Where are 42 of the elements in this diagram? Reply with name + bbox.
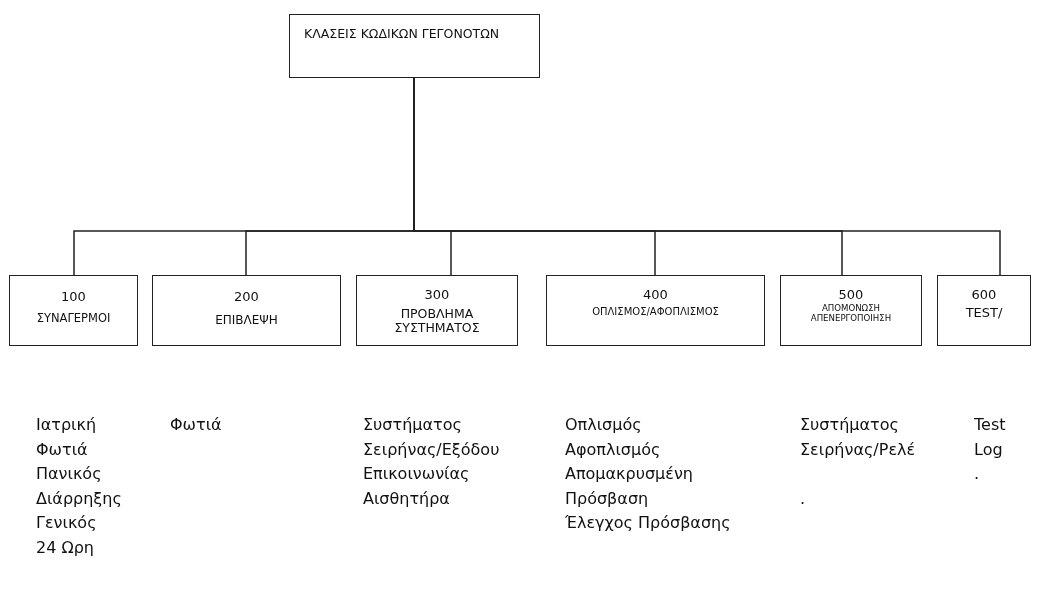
category-box xyxy=(780,275,922,346)
category-name: ΑΠΟΜΟΝΩΣΗ ΑΠΕΝΕΡΓΟΠΟΙΗΣΗ xyxy=(809,304,893,324)
event-type-text: Έλεγχος Πρόσβασης xyxy=(565,515,731,531)
event-type-text: Συστήματος xyxy=(800,417,899,433)
event-type-text: Συστήματος xyxy=(363,417,462,433)
category-box xyxy=(356,275,518,346)
event-type-text: Γενικός xyxy=(36,515,97,531)
event-type-text: Φωτιά xyxy=(170,417,222,433)
code-number: 400 xyxy=(642,288,669,303)
event-type-text: . xyxy=(974,466,980,482)
event-type-text: Πανικός xyxy=(36,466,102,482)
category-box xyxy=(546,275,765,346)
category-box xyxy=(289,14,540,78)
code-number: 200 xyxy=(233,290,260,305)
category-box xyxy=(152,275,341,346)
code-number: 100 xyxy=(60,290,87,305)
event-type-text: Σειρήνας/Εξόδου xyxy=(363,441,500,458)
title-text: ΚΛΑΣΕΙΣ ΚΩΔΙΚΩΝ ΓΕΓΟΝΟΤΩΝ xyxy=(304,27,501,42)
event-type-text: . xyxy=(800,490,806,507)
event-type-text: Αφοπλισμός xyxy=(565,441,661,458)
event-type-text: Επικοινωνίας xyxy=(363,466,470,482)
code-number: 300 xyxy=(423,288,451,303)
category-box xyxy=(9,275,138,346)
category-name: TEST/ xyxy=(964,306,1004,321)
event-type-text: Σειρήνας/Ρελέ xyxy=(800,441,916,458)
event-type-text: Φωτιά xyxy=(36,441,88,458)
event-type-text: Απομακρυσμένη xyxy=(565,466,693,482)
event-type-text: 24 Ωρη xyxy=(36,539,94,556)
event-type-text: Οπλισμός xyxy=(565,417,642,433)
category-name: ΕΠΙΒΛΕΨΗ xyxy=(214,314,279,328)
code-number: 500 xyxy=(837,288,865,303)
event-type-text: Log xyxy=(974,441,1003,458)
event-type-text: Ιατρική xyxy=(36,417,97,433)
event-type-text: Αισθητήρα xyxy=(363,490,450,507)
code-number: 600 xyxy=(970,288,998,303)
category-name: ΠΡΟΒΛΗΜΑ ΣΥΣΤΗΜΑΤΟΣ xyxy=(393,307,481,336)
category-name: ΟΠΛΙΣΜΟΣ/ΑΦΟΠΛΙΣΜΟΣ xyxy=(591,306,720,318)
event-type-text: Πρόσβαση xyxy=(565,490,649,507)
event-type-text: Test xyxy=(974,417,1006,433)
category-name: ΣΥΝΑΓΕΡΜΟΙ xyxy=(35,312,112,326)
event-type-text: Διάρρηξης xyxy=(36,490,122,507)
category-box xyxy=(937,275,1031,346)
